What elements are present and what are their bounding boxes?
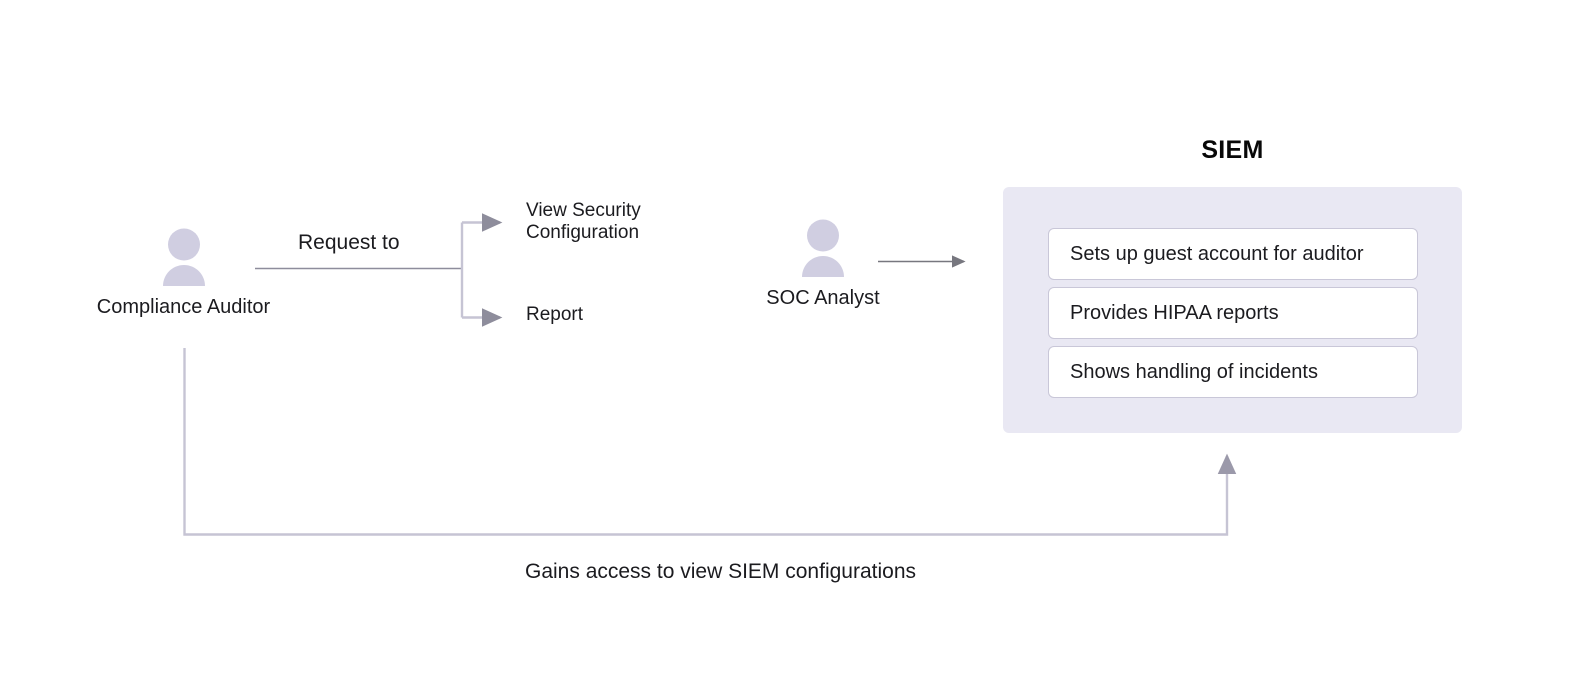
- actor-label-compliance-auditor: Compliance Auditor: [96, 296, 271, 318]
- group-card-shows-handling-of-incidents[interactable]: Shows handling of incidents: [1048, 346, 1418, 398]
- group-card-label: Shows handling of incidents: [1070, 360, 1318, 383]
- person-icon: [162, 228, 205, 286]
- group-siem: SIEM Sets up guest account for auditor P…: [1003, 136, 1462, 436]
- group-card-sets-up-guest-account[interactable]: Sets up guest account for auditor: [1048, 228, 1418, 280]
- branch-label-report: Report: [526, 304, 584, 325]
- group-card-label: Sets up guest account for auditor: [1070, 242, 1364, 265]
- group-title-siem: SIEM: [1201, 136, 1264, 164]
- person-icon: [802, 219, 844, 277]
- actor-soc-analyst[interactable]: SOC Analyst: [733, 219, 913, 310]
- actor-label-soc-analyst: SOC Analyst: [766, 287, 880, 309]
- group-card-provides-hipaa-reports[interactable]: Provides HIPAA reports: [1048, 287, 1418, 339]
- branch-label-view-security-configuration: View Security Configuration: [526, 200, 641, 244]
- group-item-list: Sets up guest account for auditor Provid…: [1048, 228, 1418, 398]
- group-card-label: Provides HIPAA reports: [1070, 301, 1279, 324]
- actor-compliance-auditor[interactable]: Compliance Auditor: [95, 228, 272, 319]
- caption-gains-access: Gains access to view SIEM configurations: [525, 560, 917, 583]
- edge-label-request-to: Request to: [298, 231, 400, 254]
